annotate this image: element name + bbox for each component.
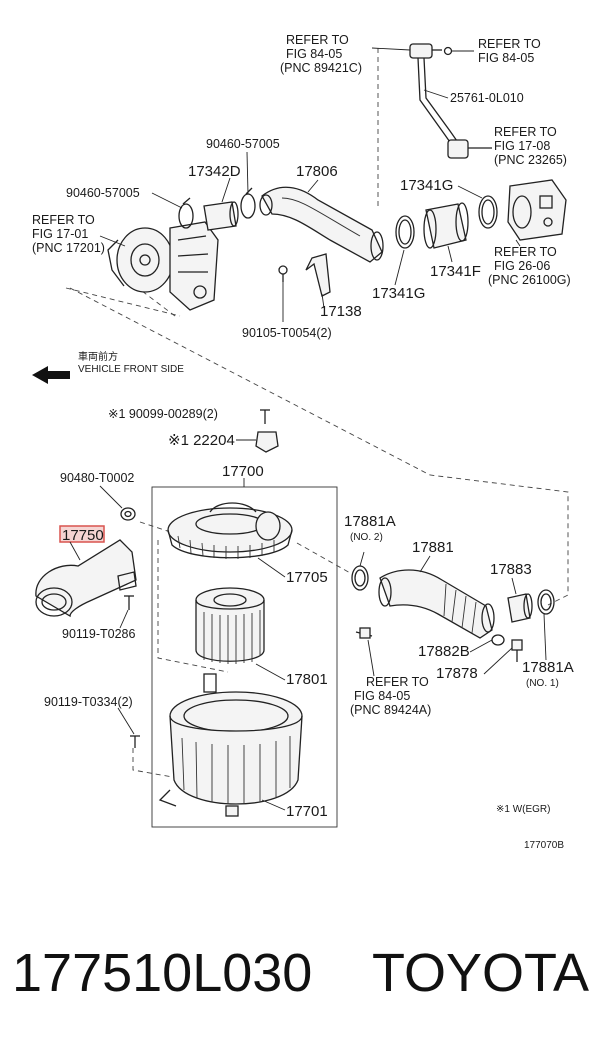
hose-17341f xyxy=(423,202,469,249)
intake-pipe-17806 xyxy=(259,186,384,263)
bolt-90119-t0286 xyxy=(124,595,134,610)
refer-label-89424a-line3: (PNC 89424A) xyxy=(350,703,431,717)
hose-clamp-17881a-no2 xyxy=(351,565,369,591)
part-label-17881a-bottom: 17881A xyxy=(522,659,574,676)
vacuum-hose xyxy=(417,57,458,146)
fitting-17878 xyxy=(511,639,523,662)
air-filter-element-17801 xyxy=(195,587,265,664)
bolt-90099 xyxy=(260,409,270,424)
parts-diagram: REFER TO FIG 84-05 (PNC 89421C) REFER TO… xyxy=(32,33,574,851)
part-label-17881: 17881 xyxy=(412,539,454,556)
part-label-17342d: 17342D xyxy=(188,163,241,180)
bracket-17138 xyxy=(305,253,331,297)
refer-label-89424a-line1: REFER TO xyxy=(366,675,429,689)
refer-label-89421c-line1: REFER TO xyxy=(286,33,349,47)
refer-label-17201-line1: REFER TO xyxy=(32,213,95,227)
grommet-90480 xyxy=(120,507,136,521)
part-label-17701: 17701 xyxy=(286,803,328,820)
refer-label-17201-line3: (PNC 17201) xyxy=(32,241,105,255)
part-label-no2: (NO. 2) xyxy=(350,532,383,543)
turbocharger xyxy=(107,221,219,311)
part-label-17806: 17806 xyxy=(296,163,338,180)
part-label-90119-t0334: 90119-T0334(2) xyxy=(44,695,133,709)
footer-brand: TOYOTA xyxy=(372,943,590,1003)
airflow-meter-22204 xyxy=(255,431,279,453)
part-label-17801: 17801 xyxy=(286,671,328,688)
part-label-17878: 17878 xyxy=(436,665,478,682)
pressure-sensor xyxy=(409,43,453,59)
air-cleaner-assembly-box xyxy=(151,486,338,828)
vsv-valve xyxy=(447,139,492,159)
refer-label-17201-line2: FIG 17-01 xyxy=(32,227,88,241)
part-label-17881a-top: 17881A xyxy=(344,513,396,530)
front-arrow-icon xyxy=(32,366,70,384)
part-label-90105: 90105-T0054(2) xyxy=(242,326,332,340)
part-label-22204: ※1 22204 xyxy=(168,432,235,449)
gasket-17882b xyxy=(491,634,505,646)
connector-17883 xyxy=(507,593,533,623)
bolt-90105 xyxy=(278,265,288,282)
footer: 177510L030 TOYOTA xyxy=(0,930,600,1020)
refer-label-23265-line3: (PNC 23265) xyxy=(494,153,567,167)
part-label-17341g-bottom: 17341G xyxy=(372,285,425,302)
air-cleaner-cap-17705 xyxy=(167,502,293,559)
bolt-90119-t0334 xyxy=(130,735,140,748)
part-label-90460-left: 90460-57005 xyxy=(66,186,140,200)
labels: REFER TO FIG 84-05 (PNC 89421C) REFER TO… xyxy=(32,33,574,851)
part-label-90119-t0286: 90119-T0286 xyxy=(62,627,135,641)
refer-label-89421c-line3: (PNC 89421C) xyxy=(280,61,362,75)
temp-sensor-89424a xyxy=(355,627,373,639)
part-label-17341f: 17341F xyxy=(430,263,481,280)
air-cleaner-case-17701 xyxy=(158,673,303,817)
hose-clamp-17341g-a xyxy=(395,215,415,249)
hose-clamp-17341g-b xyxy=(478,195,498,229)
part-label-17883: 17883 xyxy=(490,561,532,578)
part-label-90460-top: 90460-57005 xyxy=(206,137,280,151)
part-label-17138: 17138 xyxy=(320,303,362,320)
refer-label-89424a-line2: FIG 84-05 xyxy=(354,689,410,703)
part-label-17341g-top: 17341G xyxy=(400,177,453,194)
part-label-25761: 25761-0L010 xyxy=(450,91,524,105)
part-label-90480: 90480-T0002 xyxy=(60,471,134,485)
part-label-17705: 17705 xyxy=(286,569,328,586)
hose-17342d xyxy=(203,201,239,231)
note-egr: ※1 W(EGR) xyxy=(496,804,551,815)
hose-clamp-left xyxy=(178,197,194,229)
refer-label-26100g-line3: (PNC 26100G) xyxy=(488,273,571,287)
part-label-no1: (NO. 1) xyxy=(526,678,559,689)
refer-label-26100g-line1: REFER TO xyxy=(494,245,557,259)
refer-label-89421c-line2: FIG 84-05 xyxy=(286,47,342,61)
refer-label-23265-line1: REFER TO xyxy=(494,125,557,139)
throttle-body xyxy=(507,179,567,241)
front-label-en: VEHICLE FRONT SIDE xyxy=(78,364,184,375)
front-label-jp: 車両前方 xyxy=(78,350,118,363)
refer-label-26100g-line2: FIG 26-06 xyxy=(494,259,550,273)
highlight-17750-box xyxy=(59,525,105,543)
hose-clamp-17881a-no1 xyxy=(537,589,555,615)
footer-part-number: 177510L030 xyxy=(12,943,313,1003)
refer-label-84-05-right-line2: FIG 84-05 xyxy=(478,51,534,65)
part-label-90099: ※1 90099-00289(2) xyxy=(108,407,218,421)
part-label-17750: 17750 xyxy=(62,527,104,544)
air-hose-17881 xyxy=(378,569,495,639)
refer-label-23265-line2: FIG 17-08 xyxy=(494,139,550,153)
part-label-17882b: 17882B xyxy=(418,643,470,660)
figure-code: 177070B xyxy=(524,840,564,851)
part-label-17700: 17700 xyxy=(222,463,264,480)
air-inlet-17750 xyxy=(35,539,137,618)
refer-label-84-05-right-line1: REFER TO xyxy=(478,37,541,51)
